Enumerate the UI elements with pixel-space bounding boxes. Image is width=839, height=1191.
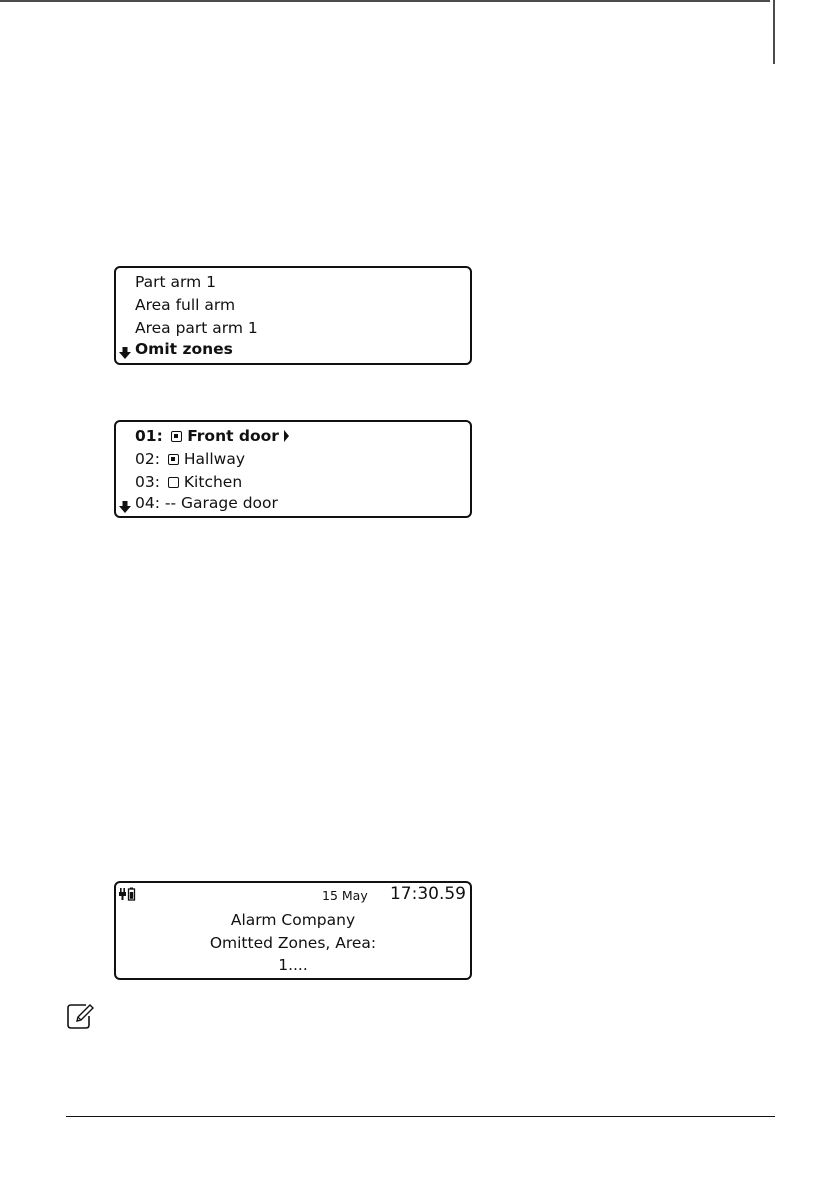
menu-item-omit-zones[interactable]: Omit zones xyxy=(135,339,233,359)
status-company: Alarm Company xyxy=(116,910,470,930)
note-pencil-icon xyxy=(66,1002,96,1030)
menu-item-area-part-arm-1[interactable]: Area part arm 1 xyxy=(135,318,258,338)
status-area: 1.... xyxy=(116,955,470,975)
zone-number: 04: xyxy=(135,493,160,513)
zone-number: 03: xyxy=(135,472,160,492)
zone-omitted-box-icon xyxy=(168,454,179,465)
zone-row[interactable]: 02: Hallway xyxy=(135,449,245,469)
zone-number: 01: xyxy=(135,426,163,446)
status-time: 17:30.59 xyxy=(390,884,466,904)
lcd-zone-display: 01: Front door 02: Hallway 03: Kitchen 0… xyxy=(114,420,472,518)
arrow-down-icon xyxy=(119,500,131,514)
plug-battery-icon xyxy=(119,887,139,901)
zone-row[interactable]: 03: Kitchen xyxy=(135,472,242,492)
lcd-status-display: 15 May 17:30.59 Alarm Company Omitted Zo… xyxy=(114,881,472,980)
menu-item-part-arm-1[interactable]: Part arm 1 xyxy=(135,272,216,292)
zone-dash-marker: -- xyxy=(165,494,176,512)
arrow-down-icon xyxy=(119,346,131,360)
zone-row[interactable]: 04: -- Garage door xyxy=(135,493,278,513)
zone-name: Hallway xyxy=(184,450,245,468)
zone-row[interactable]: 01: Front door xyxy=(135,426,289,446)
zone-number: 02: xyxy=(135,449,160,469)
status-date: 15 May xyxy=(322,888,368,903)
zone-empty-box-icon xyxy=(168,477,179,488)
zone-omitted-box-icon xyxy=(171,431,182,442)
page-bottom-rule xyxy=(66,1116,775,1117)
zone-name: Garage door xyxy=(181,494,278,512)
page-top-rule xyxy=(0,0,839,90)
menu-item-area-full-arm[interactable]: Area full arm xyxy=(135,295,235,315)
status-message: Omitted Zones, Area: xyxy=(116,933,470,953)
zone-name: Front door xyxy=(187,427,279,445)
arrow-right-icon xyxy=(284,430,289,442)
zone-name: Kitchen xyxy=(184,473,242,491)
lcd-menu-display: Part arm 1 Area full arm Area part arm 1… xyxy=(114,266,472,365)
